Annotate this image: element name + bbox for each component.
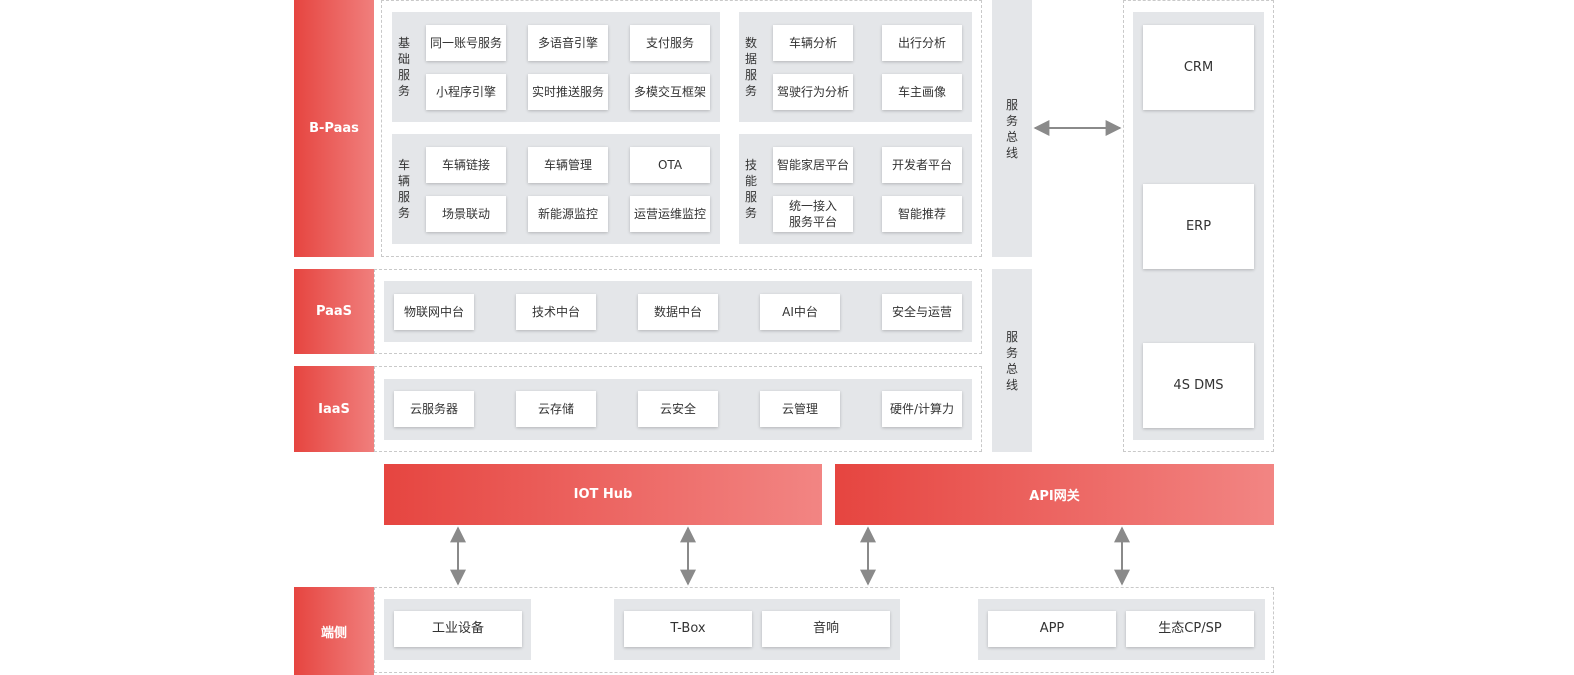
iaas-box: 硬件/计算力	[882, 391, 962, 427]
service-box: 智能家居平台	[773, 147, 853, 183]
service-box: 车辆分析	[773, 25, 853, 61]
service-box: 支付服务	[630, 25, 710, 61]
iaas-container	[374, 366, 982, 452]
layer-label-iaas: IaaS	[294, 366, 374, 452]
industrial-device-box: 工业设备	[394, 611, 522, 647]
service-box: 车辆链接	[426, 147, 506, 183]
service-bus-bottom: 服务总线	[992, 269, 1032, 452]
service-box: 开发者平台	[882, 147, 962, 183]
skill-service-label: 技能服务	[744, 158, 757, 220]
service-bus-bottom-label: 服务总线	[1005, 329, 1018, 392]
paas-container	[374, 269, 982, 354]
paas-box: 安全与运营	[882, 294, 962, 330]
service-box: 智能推荐	[882, 196, 962, 232]
bpaas-container	[381, 0, 982, 257]
edge-container	[374, 587, 1274, 673]
eco-cp-sp-box: 生态CP/SP	[1126, 611, 1254, 647]
iaas-box: 云管理	[760, 391, 840, 427]
basic-service-label: 基础服务	[397, 36, 410, 98]
paas-box: 物联网中台	[394, 294, 474, 330]
data-service-label: 数据服务	[744, 36, 757, 98]
iaas-box: 云服务器	[394, 391, 474, 427]
iot-hub-bar: IOT Hub	[384, 464, 822, 525]
paas-box: 数据中台	[638, 294, 718, 330]
api-gateway-bar: API网关	[835, 464, 1274, 525]
service-box: 运营运维监控	[630, 196, 710, 232]
service-box: 新能源监控	[528, 196, 608, 232]
app-box: APP	[988, 611, 1116, 647]
service-box: 出行分析	[882, 25, 962, 61]
dms-box: 4S DMS	[1143, 343, 1254, 428]
service-box: 实时推送服务	[528, 74, 608, 110]
service-box: 车主画像	[882, 74, 962, 110]
service-box: 同一账号服务	[426, 25, 506, 61]
crm-box: CRM	[1143, 25, 1254, 110]
service-box: 场景联动	[426, 196, 506, 232]
layer-label-bpaas: B-Paas	[294, 0, 374, 257]
service-box: 多模交互框架	[630, 74, 710, 110]
layer-label-paas: PaaS	[294, 269, 374, 354]
paas-box: AI中台	[760, 294, 840, 330]
paas-box: 技术中台	[516, 294, 596, 330]
iaas-box: 云存储	[516, 391, 596, 427]
iaas-box: 云安全	[638, 391, 718, 427]
service-box: 驾驶行为分析	[773, 74, 853, 110]
tbox-box: T-Box	[624, 611, 752, 647]
service-box: 统一接入 服务平台	[773, 196, 853, 232]
vehicle-service-label: 车辆服务	[397, 158, 410, 220]
audio-box: 音响	[762, 611, 890, 647]
enterprise-container	[1123, 0, 1274, 452]
service-box: 小程序引擎	[426, 74, 506, 110]
service-bus-top: 服务总线	[992, 0, 1032, 257]
service-box: OTA	[630, 147, 710, 183]
service-bus-top-label: 服务总线	[1005, 97, 1018, 160]
layer-label-edge: 端侧	[294, 587, 374, 675]
erp-box: ERP	[1143, 184, 1254, 269]
service-box: 多语音引擎	[528, 25, 608, 61]
service-box: 车辆管理	[528, 147, 608, 183]
